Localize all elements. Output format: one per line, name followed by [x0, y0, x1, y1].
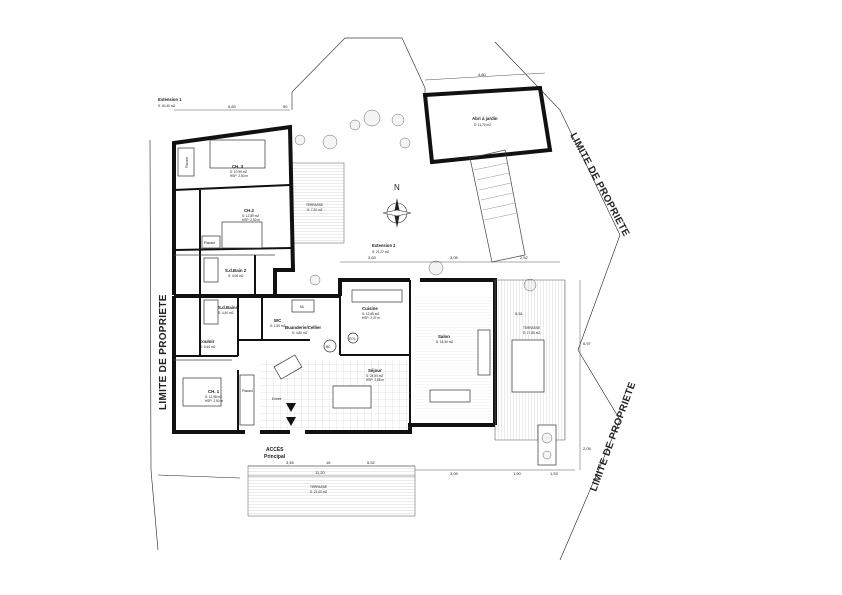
outdoor-seat [537, 424, 557, 466]
kitchen-counter [351, 289, 403, 303]
room-entree-name: Entrée [272, 397, 282, 401]
entry-arrow-2 [286, 417, 296, 426]
dining-table [332, 385, 372, 409]
placard-3-label: Placard [242, 389, 253, 393]
room-salon-area: S: 18,30 m2 [436, 340, 453, 344]
dim-bot-4: 3,09 [450, 471, 459, 476]
room-ch3-height: HSP: 2,50 m [230, 174, 248, 178]
dim-mid-3: 2,52 [520, 255, 529, 260]
dim-r-1: 6,97 [583, 341, 592, 346]
room-abri-area: S: 11,70 m2 [474, 123, 491, 127]
machine-ml [291, 299, 315, 313]
room-buanderie-area: S: 4,80 m2 [292, 331, 308, 335]
terrace-2-area: S: 17,80 m2 [523, 331, 540, 335]
dim-r-3: 2,05 [583, 446, 592, 451]
terrace-3-area: S: 21,00 m2 [310, 490, 327, 494]
extension-1-wing [172, 124, 296, 296]
room-cuisine-height: HSP: 2,37 m [362, 316, 380, 320]
limit-left-label: LIMITE DE PROPRIETE [158, 294, 169, 410]
terrace-3 [247, 465, 416, 517]
room-buanderie-name: Buanderie/Cellier [285, 325, 321, 330]
terrace-3-name: TERRASSE [310, 485, 327, 489]
placard-ch2 [201, 235, 221, 249]
sofa-salon-2 [429, 389, 471, 403]
room-ch2-area: S: 12,89 m2 [242, 214, 259, 218]
dim-total: 11,20 [315, 470, 325, 475]
placard-ch3 [177, 147, 195, 177]
room-couloir-name: Couloir [199, 339, 215, 344]
terrace-1 [291, 162, 345, 244]
dim-top-1: 6,83 [228, 104, 237, 109]
dim-bot-3: 5,52 [367, 460, 376, 465]
garden-steps [469, 149, 526, 263]
dim-bot-6: 1,53 [550, 471, 559, 476]
room-cuisine-area: S: 12,65 m2 [362, 312, 379, 316]
garden-shed: 4,80 Abri à jardin S: 11,70 m2 [422, 72, 553, 263]
extension-1-area: S: 40,40 m2 [158, 104, 175, 108]
room-ch1-height: HSP: 2,50 m [205, 399, 223, 403]
extension-1-label: Extension 1 [158, 97, 182, 102]
tag-ecs: ECS [349, 337, 356, 341]
extension-2-label: Extension 2 [372, 243, 396, 248]
dim-bot-2: 16 [326, 460, 331, 465]
dim-abri: 4,80 [478, 72, 487, 77]
bed-ch2 [221, 221, 263, 249]
room-couloir-area: S: 6,40 m2 [200, 345, 216, 349]
room-ch2-name: CH.2 [244, 208, 255, 213]
room-ch3-name: CH. 3 [232, 164, 244, 169]
dim-mid-2: 3,05 [450, 255, 459, 260]
room-sejour-area: S: 24,50 m2 [366, 374, 383, 378]
property-limits [149, 41, 621, 561]
room-cuisine-name: Cuisine [362, 306, 378, 311]
tag-bc: BC [326, 345, 331, 349]
outdoor-table [511, 339, 545, 393]
dim-r-2: 0,51 [515, 311, 524, 316]
dim-bot-1: 3,45 [286, 460, 295, 465]
dim-mid-1: 3,63 [368, 255, 377, 260]
limit-right-top-label: LIMITE DE PROPRIETE [567, 131, 631, 238]
tag-ml: ML [300, 305, 305, 309]
north-label: N [394, 183, 400, 192]
access-line-1: ACCÈS [266, 445, 284, 453]
room-ch1-area: S: 11,98 m2 [205, 395, 222, 399]
room-salon-name: Salon [438, 334, 450, 339]
placard-2-label: Placard [204, 241, 215, 245]
terrace-2-name: TERRASSE [523, 326, 540, 330]
terrace-1-name: TERRASSE [306, 203, 323, 207]
room-wc-area: S: 1,50 m2 [270, 324, 286, 328]
placard-1-label: Placard [185, 157, 189, 168]
garden-outline [291, 37, 426, 105]
armchair [273, 354, 303, 380]
room-ch1-name: CH. 1 [208, 389, 220, 394]
bathtub-sdb2 [203, 257, 219, 283]
room-sejour-height: HSP: 2,68 m [366, 378, 384, 382]
limit-right-bottom-label: LIMITE DE PROPRIETE [588, 381, 638, 494]
dimension-lines [248, 261, 581, 477]
room-sdb-name: S.d.Bains [218, 305, 239, 310]
north-arrow: N [382, 183, 412, 228]
boiler-bc [323, 339, 337, 353]
room-abri-name: Abri à jardin [472, 116, 498, 121]
placard-ch1 [239, 374, 255, 426]
sofa-salon [477, 329, 491, 376]
entry-arrow-1 [286, 403, 296, 412]
room-ch2-height: HSP: 2,50 m [242, 218, 260, 222]
bed-ch1 [182, 377, 222, 407]
dim-top-2: 90 [283, 104, 288, 109]
room-sdb-area: S: 4,40 m2 [218, 311, 234, 315]
room-wc-name: WC [274, 318, 282, 323]
room-sdb2-area: S: 4,06 m2 [228, 274, 244, 278]
extension-2-area: S: 21,27 m2 [372, 250, 389, 254]
terrace-1-area: S: 7,20 m2 [307, 208, 323, 212]
water-heater-ecs [347, 332, 359, 344]
room-sejour-name: Séjour [368, 368, 382, 373]
room-ch3-area: S: 10,99 m2 [230, 170, 247, 174]
room-sdb2-name: S.d.Bain 2 [225, 268, 247, 273]
bathtub-sdb [203, 299, 219, 325]
access-line-2: Principal [264, 454, 286, 460]
bed-ch3 [209, 139, 266, 169]
dim-bot-5: 1,90 [513, 471, 522, 476]
